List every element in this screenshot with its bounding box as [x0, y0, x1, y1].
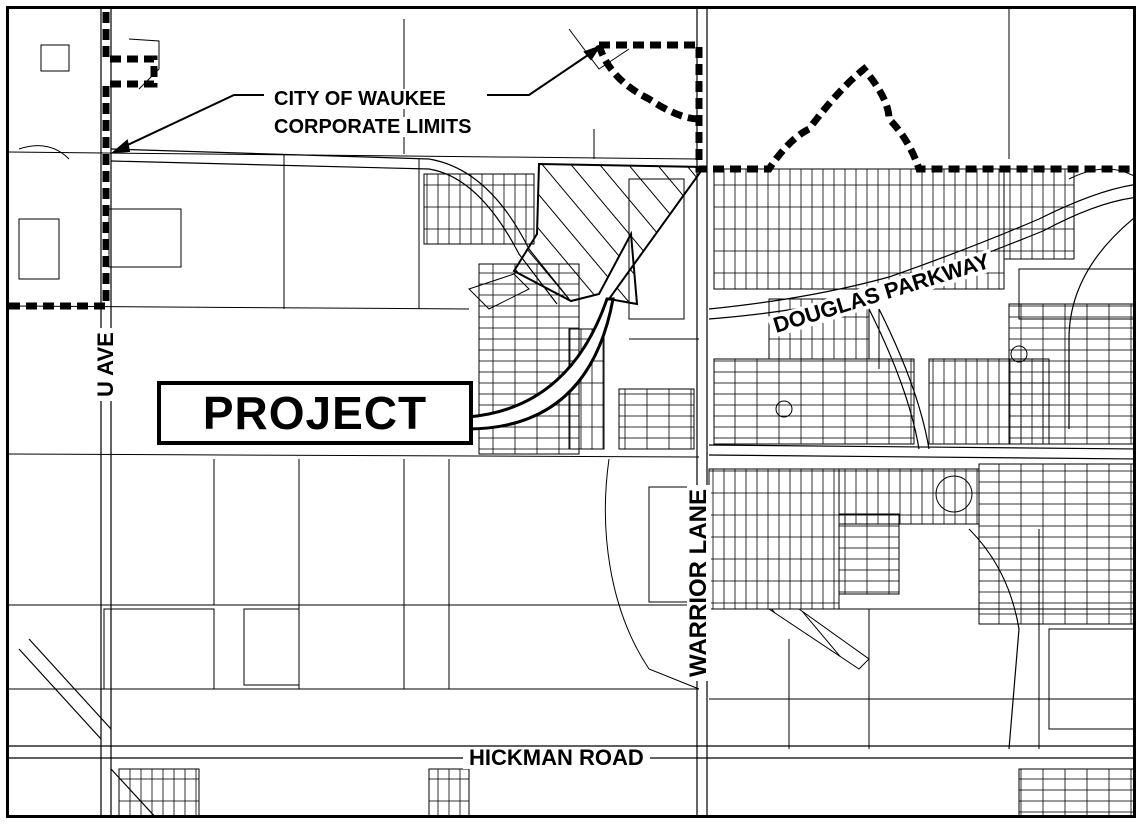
project-label: PROJECT	[157, 381, 483, 455]
corporate-limits-boundary	[9, 9, 1133, 310]
project-pointer	[465, 297, 615, 431]
corporate-limits-label-line2: CORPORATE LIMITS	[271, 117, 475, 137]
project-parcel	[512, 162, 706, 306]
warrior-lane-label: WARRIOR LANE	[685, 485, 712, 681]
corporate-limits-leaders	[111, 45, 602, 154]
corporate-limits-label-line1: CITY OF WAUKEE	[271, 89, 449, 109]
hickman-road-label: HICKMAN ROAD	[463, 747, 650, 769]
map-frame: CITY OF WAUKEE CORPORATE LIMITS PROJECT …	[6, 6, 1136, 818]
u-ave-label: U AVE	[93, 328, 118, 401]
